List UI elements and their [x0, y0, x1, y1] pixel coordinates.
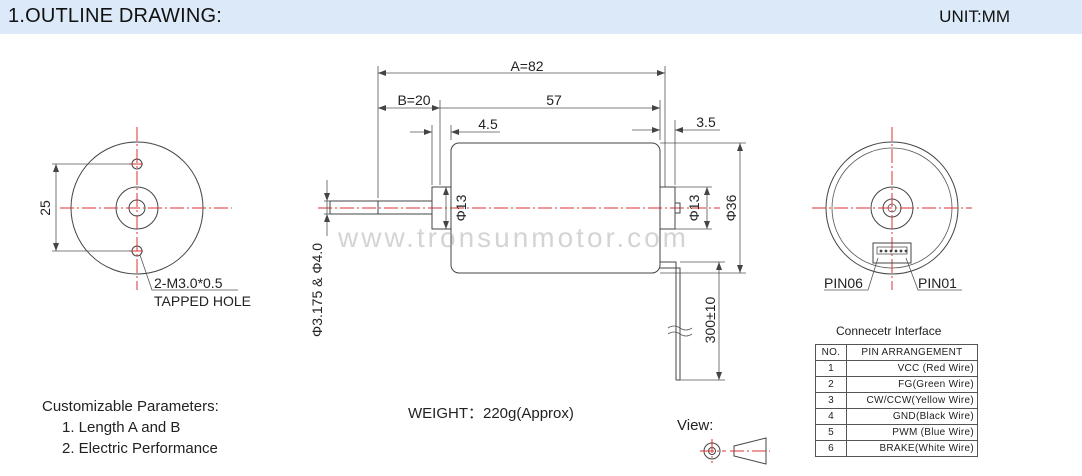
- row-no: 6: [815, 440, 847, 457]
- unit-label: UNIT:MM: [939, 7, 1010, 26]
- customizable-title: Customizable Parameters:: [42, 398, 219, 415]
- header-pin: PIN ARRANGEMENT: [846, 344, 978, 361]
- pin06-leader: [824, 257, 879, 291]
- row-no: 5: [815, 424, 847, 441]
- customizable-parameters: Customizable Parameters: 1. Length A and…: [42, 396, 219, 459]
- dim-35-text: 3.5: [696, 114, 716, 130]
- table-row: 1 VCC (Red Wire): [815, 360, 978, 377]
- table-row: 5 PWM (Blue Wire): [815, 424, 978, 441]
- section-title: 1.OUTLINE DRAWING:: [8, 5, 222, 27]
- customizable-item: 1. Length A and B: [62, 419, 181, 436]
- table-header-row: NO. PIN ARRANGEMENT: [815, 344, 978, 361]
- pin01-label: PIN01: [918, 275, 957, 291]
- dim-wire-text: 300±10: [702, 296, 718, 343]
- connector-title: Connecetr Interface: [836, 324, 942, 338]
- dim-phi13-left-text: Φ13: [453, 194, 469, 221]
- row-pin: BRAKE(White Wire): [846, 440, 978, 457]
- row-pin: CW/CCW(Yellow Wire): [846, 392, 978, 409]
- table-row: 4 GND(Black Wire): [815, 408, 978, 425]
- dim-shaft-text: Φ3.175 & Φ4.0: [309, 243, 325, 337]
- watermark: www.tronsunmotor.com: [338, 222, 689, 253]
- projection-symbol: [700, 437, 770, 465]
- row-no: 1: [815, 360, 847, 377]
- dim-57-text: 57: [546, 92, 562, 108]
- hole-note-line1: 2-M3.0*0.5: [154, 275, 223, 291]
- front-view-left: 25 2-M3.0*0.5 TAPPED HOLE: [37, 127, 251, 309]
- row-no: 4: [815, 408, 847, 425]
- dim-b-text: B=20: [397, 92, 430, 108]
- dim-phi13-right-text: Φ13: [686, 194, 702, 221]
- customizable-item: 2. Electric Performance: [62, 440, 218, 457]
- table-row: 3 CW/CCW(Yellow Wire): [815, 392, 978, 409]
- view-label: View:: [677, 417, 714, 434]
- row-no: 3: [815, 392, 847, 409]
- table-row: 2 FG(Green Wire): [815, 376, 978, 393]
- hole-note-line2: TAPPED HOLE: [154, 293, 251, 309]
- row-pin: PWM (Blue Wire): [846, 424, 978, 441]
- connector-housing: [872, 242, 912, 264]
- header-no: NO.: [815, 344, 847, 361]
- pin06-label: PIN06: [824, 275, 863, 291]
- rear-view-right: PIN06 PIN01: [812, 127, 972, 291]
- dim-a-text: A=82: [510, 58, 543, 74]
- row-no: 2: [815, 376, 847, 393]
- connector-table: NO. PIN ARRANGEMENT 1 VCC (Red Wire) 2 F…: [815, 344, 978, 457]
- pin01-leader: [905, 257, 962, 291]
- dim-25-text: 25: [37, 200, 53, 216]
- section-header: 1.OUTLINE DRAWING: UNIT:MM: [0, 0, 1082, 34]
- weight-label: WEIGHT：220g(Approx): [408, 405, 574, 422]
- lead-wire: [660, 261, 677, 380]
- dim-phi36-text: Φ36: [723, 194, 739, 221]
- hole-note-leader: [139, 254, 238, 291]
- table-row: 6 BRAKE(White Wire): [815, 440, 978, 457]
- row-pin: VCC (Red Wire): [846, 360, 978, 377]
- side-view: A=82 B=20 57 4.5 3.5 Φ13: [309, 58, 746, 381]
- dim-45-text: 4.5: [478, 116, 498, 132]
- row-pin: GND(Black Wire): [846, 408, 978, 425]
- row-pin: FG(Green Wire): [846, 376, 978, 393]
